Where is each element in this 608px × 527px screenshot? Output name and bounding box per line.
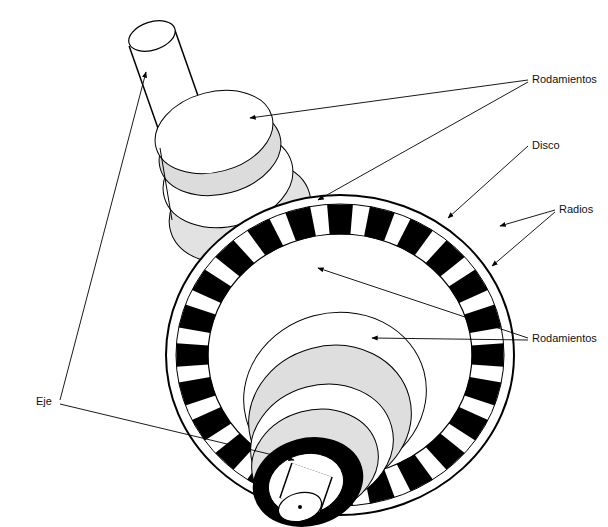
part-label: Rodamientos	[530, 332, 599, 345]
part-label: Radios	[557, 203, 595, 216]
front-shaft	[275, 470, 325, 526]
spoke	[179, 377, 216, 405]
spoke	[426, 434, 465, 470]
spoke	[449, 407, 488, 440]
part-label: Eje	[34, 395, 54, 408]
spoke	[426, 240, 465, 276]
spoke	[179, 305, 216, 333]
spoke	[215, 434, 254, 470]
spoke	[192, 270, 231, 303]
spoke	[247, 219, 283, 256]
spoke	[327, 205, 353, 235]
spoke	[449, 270, 488, 303]
front-bearing	[225, 292, 445, 527]
spoke	[192, 407, 231, 440]
spoke	[364, 207, 395, 241]
leader-lines	[60, 72, 555, 460]
spoke	[215, 240, 254, 276]
spoke	[397, 219, 433, 256]
part-label: Rodamientos	[530, 73, 599, 86]
spoke	[464, 377, 501, 405]
part-label: Disco	[530, 139, 562, 152]
spoke	[177, 343, 209, 367]
spoke	[285, 207, 316, 241]
spoke	[472, 343, 504, 367]
spoke	[397, 455, 433, 492]
